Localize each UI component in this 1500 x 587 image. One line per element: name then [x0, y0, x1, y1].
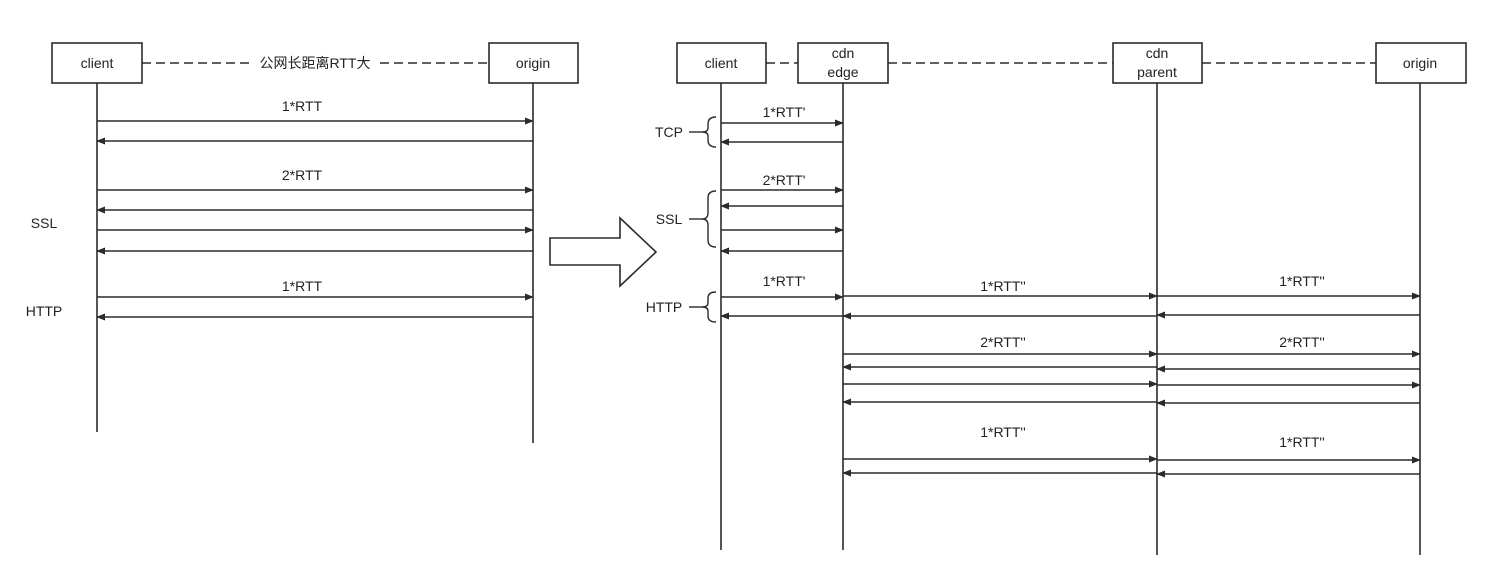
right-phase-label-ssl: SSL — [656, 211, 683, 227]
parent-origin-rtt-label-tcp: 1*RTT'' — [1279, 273, 1325, 289]
http-brace-icon — [701, 291, 717, 323]
edge-parent-rtt-label-tcp: 1*RTT'' — [980, 278, 1026, 294]
left-client-label: client — [81, 55, 114, 71]
edge-parent-rtt-label-ssl: 2*RTT'' — [980, 334, 1026, 350]
transition-arrow-icon — [549, 216, 658, 288]
left-link-label: 公网长距离RTT大 — [260, 55, 371, 71]
tcp-brace-icon — [701, 116, 717, 148]
left-phase-label-http: HTTP — [26, 303, 63, 319]
right-phase-label-tcp: TCP — [655, 124, 683, 140]
right-rtt-label-ssl: 2*RTT' — [763, 172, 806, 188]
left-client-box — [51, 42, 143, 84]
parent-origin-rtt-label-ssl: 2*RTT'' — [1279, 334, 1325, 350]
left-rtt-label-tcp: 1*RTT — [282, 98, 323, 114]
right-rtt-label-tcp: 1*RTT' — [763, 104, 806, 120]
right-parent-box — [1112, 42, 1203, 84]
right-phase-label-http: HTTP — [646, 299, 683, 315]
left-diagram: 公网长距离RTT大 client origin 1*RTT 2*RTT SSL … — [26, 42, 579, 443]
ssl-brace-icon — [701, 190, 717, 248]
right-origin-label: origin — [1403, 55, 1437, 71]
edge-parent-rtt-label-http: 1*RTT'' — [980, 424, 1026, 440]
parent-origin-rtt-label-http: 1*RTT'' — [1279, 434, 1325, 450]
right-origin-box — [1375, 42, 1467, 84]
right-parent-label-line1: cdn — [1146, 45, 1169, 61]
right-edge-label-line1: cdn — [832, 45, 855, 61]
left-phase-label-ssl: SSL — [31, 215, 58, 231]
right-client-label: client — [705, 55, 738, 71]
left-rtt-label-ssl: 2*RTT — [282, 167, 323, 183]
right-edge-label-line2: edge — [827, 64, 858, 80]
right-parent-label-line2: parent — [1137, 64, 1177, 80]
right-rtt-label-http: 1*RTT' — [763, 273, 806, 289]
left-origin-label: origin — [516, 55, 550, 71]
left-rtt-label-http: 1*RTT — [282, 278, 323, 294]
left-link-label-bg — [252, 52, 378, 74]
left-origin-box — [488, 42, 579, 84]
right-edge-box — [797, 42, 889, 84]
right-diagram: client cdn edge cdn parent origin 1*RTT'… — [646, 42, 1467, 555]
right-client-box — [676, 42, 767, 84]
